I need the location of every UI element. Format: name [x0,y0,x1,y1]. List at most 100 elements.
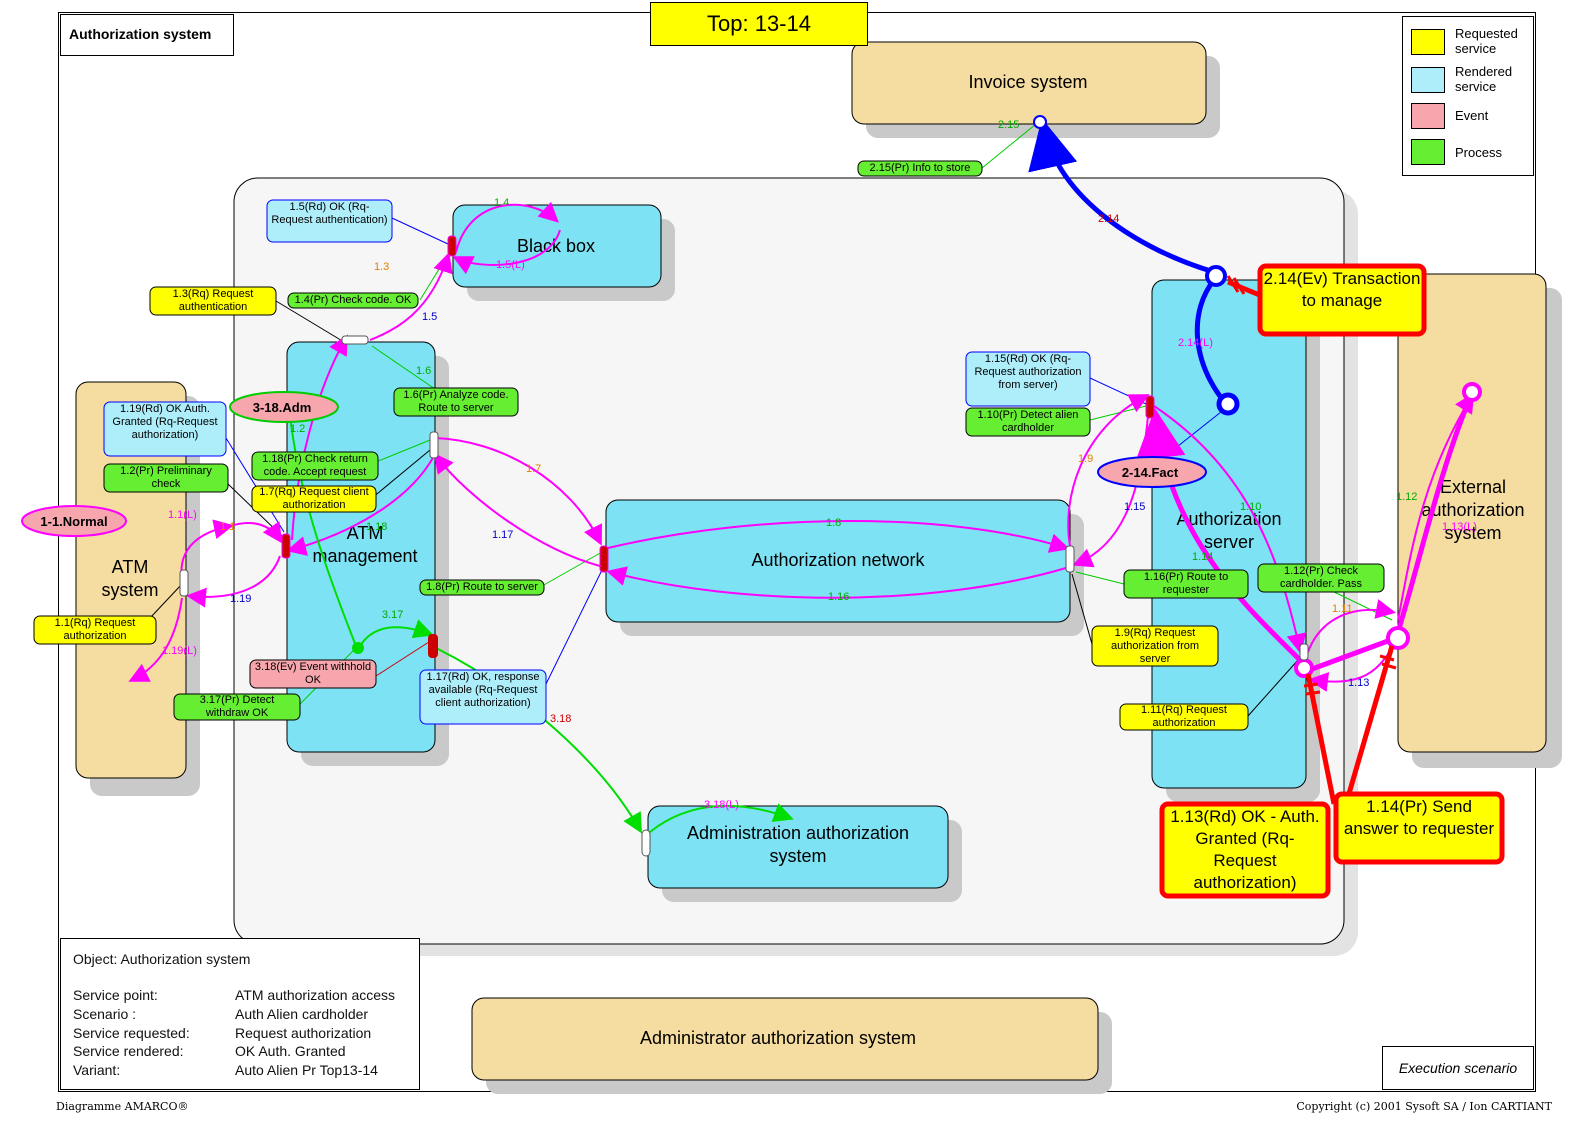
event-fact-label: 2-14.Fact [1122,465,1179,480]
flow-1-14: 1.14 [1192,551,1213,563]
legend-swatch-event [1411,103,1445,129]
info-key-service-rendered: Service rendered: [73,1043,184,1059]
atm-management-title: ATM management [312,523,418,566]
label-1-5-rd: 1.5(Rd) OK (Rq-Request authentication) [271,201,388,226]
execution-scenario: Execution scenario [1382,1046,1534,1090]
server-top-node [1205,265,1227,287]
event-fact [1097,456,1207,488]
info-key-service-requested: Service requested: [73,1025,190,1041]
flow-1-1L: 1.1(L) [168,509,197,521]
administrator-system-title: Administrator authorization system [640,1028,916,1048]
authorization-server-title: Authorization server [1176,509,1282,552]
server-node [1294,658,1314,678]
flow-1-5: 1.5 [422,311,437,323]
label-3-18-ev: 3.18(Ev) Event withhold OK [254,661,372,686]
event-normal-label: 1-1.Normal [40,514,107,529]
label-1-13-rd: 1.13(Rd) OK - Auth. Granted (Rq-Request … [1170,807,1320,892]
legend: Requested service Rendered service Event… [1402,16,1534,176]
label-1-6-pr: 1.6(Pr) Analyze code. Route to server [403,389,509,414]
legend-label-requested: Requested service [1455,26,1518,56]
event-adm-label: 3-18.Adm [253,400,312,415]
info-panel: Object: Authorization system Service poi… [60,938,420,1090]
flow-1-18: 1.18 [366,521,387,533]
admin-entry-node [641,829,651,857]
label-1-2-pr: 1.2(Pr) Preliminary check [120,465,212,490]
invoice-system-title: Invoice system [968,72,1087,92]
black-box-title: Black box [517,236,595,256]
flow-1-2: 1.2 [290,423,305,435]
flow-numbers: 1.1(L) 1.1 1.19 1.19(L) 1.2 1.3 1.4 1.5 … [162,119,1477,811]
label-1-17-rd: 1.17(Rd) OK, response available (Rq-Requ… [426,671,540,709]
label-1-9-rq: 1.9(Rq) Request authorization from serve… [1110,627,1200,665]
flow-1-4: 1.4 [494,197,509,209]
label-1-19-rd: 1.19(Rd) OK Auth. Granted (Rq-Request au… [112,403,218,441]
event-adm [229,391,339,423]
event-normal [21,505,127,537]
administrator-authorization-box [471,997,1099,1081]
top-label: Top: 13-14 [650,2,868,46]
info-key-scenario: Scenario : [73,1006,137,1022]
label-1-7-rq: 1.7(Rq) Request client authorization [259,486,369,511]
flow-1-13L: 1.13(L) [1442,521,1477,533]
legend-label-event: Event [1455,108,1489,123]
highlight-2-14-box [1257,263,1427,337]
info-key-service-point: Service point: [73,987,158,1003]
flow-1-10: 1.10 [1240,501,1261,513]
label-1-11-rq: 1.11(Rq) Request authorization [1140,704,1227,729]
footer-right: Copyright (c) 2001 Sysoft SA / Ion CARTI… [1296,1100,1552,1113]
info-val-service-point: ATM authorization access [235,987,396,1003]
label-2-15-pr: 2.15(Pr) Info to store [869,162,971,174]
atm-event-node [428,634,438,658]
flow-1-6: 1.6 [416,365,431,377]
magenta-flows [128,201,1475,692]
flow-1-5L: 1.5(L) [496,259,525,271]
frame-title: Authorization system [60,14,234,56]
flow-3-17: 3.17 [382,609,403,621]
flow-2-15: 2.15 [998,119,1019,131]
flow-1-8: 1.8 [826,517,841,529]
flow-1-17: 1.17 [492,529,513,541]
highlight-1-14-box [1333,791,1505,865]
flow-1-3: 1.3 [374,261,389,273]
external-authorization-box [1397,273,1547,753]
authorization-network-title: Authorization network [751,550,925,570]
flow-2-14L: 2.14(L) [1178,337,1213,349]
flow-1-16: 1.16 [828,591,849,603]
info-key-variant: Variant: [73,1062,121,1078]
flow-1-13: 1.13 [1348,677,1369,689]
label-1-16-pr: 1.16(Pr) Route to requester [1143,571,1229,596]
label-1-8-pr: 1.8(Pr) Route to server [426,581,538,593]
green-flows [289,415,794,834]
process-nodes [179,235,1309,661]
info-val-scenario: Auth Alien cardholder [235,1006,369,1022]
flow-1-15: 1.15 [1124,501,1145,513]
label-1-4-pr: 1.4(Pr) Check code. OK [294,294,412,306]
atm-system-title: ATM system [101,557,159,600]
admin-authorization-title: Administration authorization system [686,823,910,866]
flow-2-14: 2.14 [1098,213,1119,225]
flow-1-9: 1.9 [1078,453,1093,465]
legend-swatch-process [1411,139,1445,165]
info-val-service-rendered: OK Auth. Granted [235,1043,346,1059]
info-val-service-requested: Request authorization [235,1025,372,1041]
label-1-10-pr: 1.10(Pr) Detect alien cardholder [977,409,1079,434]
label-1-3-rq: 1.3(Rq) Request authentication [172,288,254,313]
label-1-18-pr: 1.18(Pr) Check return code. Accept reque… [262,453,368,478]
flow-1-1: 1.1 [220,521,235,533]
label-1-1-rq: 1.1(Rq) Request authorization [54,617,136,642]
flow-3-18L: 3.18(L) [704,799,739,811]
label-2-14-ev: 2.14(Ev) Transaction to manage [1263,269,1421,310]
flow-1-11: 1.11 [1332,603,1353,615]
flow-1-12: 1.12 [1396,491,1417,503]
external-end-node [1462,382,1482,402]
flow-1-7: 1.7 [526,463,541,475]
flow-3-18: 3.18 [550,713,571,725]
footer-left: Diagramme AMARCO® [56,1100,189,1113]
legend-label-process: Process [1455,145,1502,160]
flow-1-19: 1.19 [230,593,251,605]
legend-label-rendered: Rendered service [1455,64,1513,94]
external-node [1386,626,1410,650]
info-val-variant: Auto Alien Pr Top13-14 [235,1062,378,1078]
flow-1-19L: 1.19(L) [162,645,197,657]
